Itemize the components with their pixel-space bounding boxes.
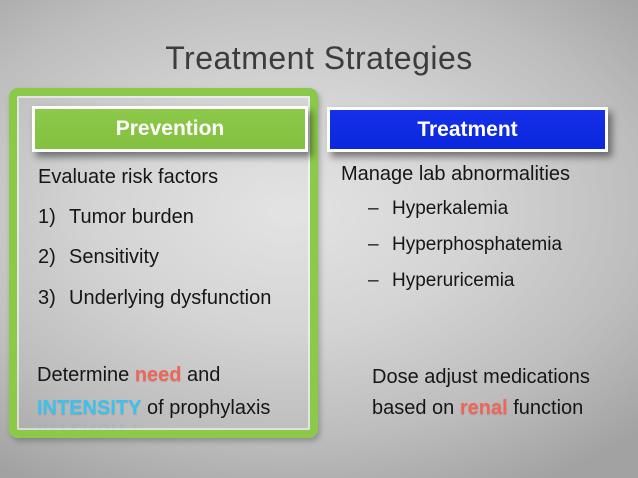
prevention-item-1: 1) Tumor burden (38, 206, 194, 229)
prevention-frame (9, 88, 318, 438)
dash-bullet: – (368, 234, 379, 255)
treatment-dose-line2: based on renal function (372, 397, 583, 420)
treatment-intro: Manage lab abnormalities (341, 163, 571, 185)
item-label: Sensitivity (69, 246, 160, 268)
item-number: 3) (38, 287, 56, 309)
item-label: Hyperuricemia (392, 270, 515, 291)
need-highlight: need (134, 364, 182, 386)
treatment-item-1: – Hyperkalemia (368, 198, 508, 220)
treatment-header: Treatment (327, 107, 608, 152)
intensity-text-end: of prophylaxis (141, 397, 271, 419)
dash-bullet: – (368, 270, 379, 291)
prevention-header: Prevention (32, 106, 308, 152)
prevention-determine-line: Determine need and (37, 364, 220, 387)
item-label: Hyperkalemia (392, 198, 509, 219)
item-number: 1) (38, 206, 56, 228)
treatment-item-3: – Hyperuricemia (368, 270, 514, 292)
determine-text-end: and (181, 364, 221, 386)
renal-highlight: renal (459, 397, 508, 419)
dose-text: based on (372, 397, 460, 419)
slide-title: Treatment Strategies (165, 40, 473, 76)
treatment-dose-line1: Dose adjust medications (372, 366, 590, 388)
prevention-item-2: 2) Sensitivity (38, 246, 159, 269)
determine-text: Determine (37, 364, 135, 386)
dash-bullet: – (368, 198, 379, 219)
item-label: Underlying dysfunction (69, 287, 272, 309)
item-label: Tumor burden (69, 206, 194, 228)
treatment-item-2: – Hyperphosphatemia (368, 234, 562, 256)
prevention-item-3: 3) Underlying dysfunction (38, 287, 271, 310)
dose-text-end: function (507, 397, 584, 419)
item-label: Hyperphosphatemia (392, 234, 563, 255)
item-number: 2) (38, 246, 56, 268)
prevention-intro: Evaluate risk factors (38, 166, 219, 188)
